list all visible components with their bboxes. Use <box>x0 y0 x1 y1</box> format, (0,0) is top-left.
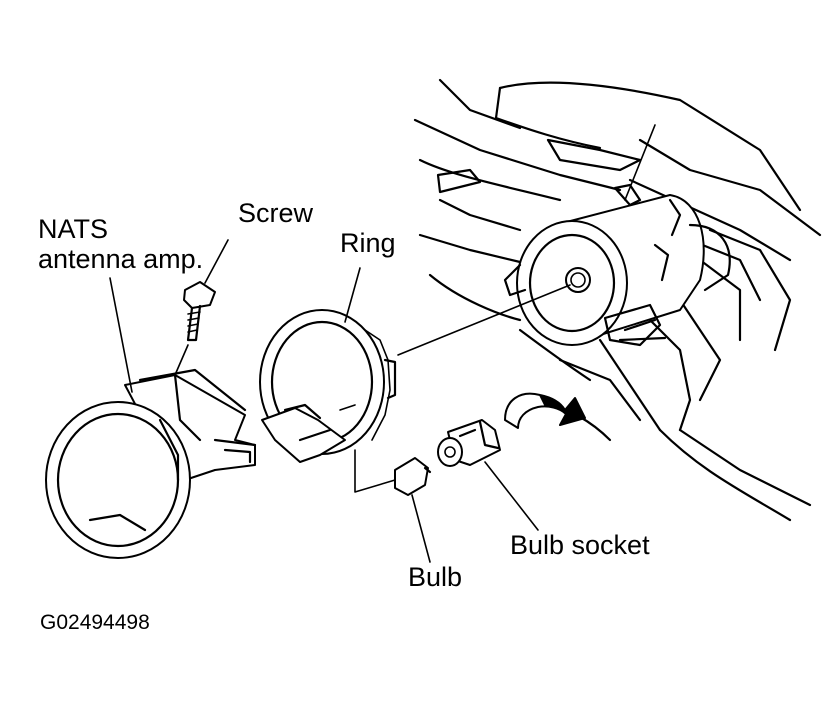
leader-line-column <box>624 124 656 201</box>
leader-line-nats <box>109 277 133 393</box>
nats-label-line1: NATS <box>38 214 109 244</box>
figure-code: G02494498 <box>40 611 150 634</box>
bulb-socket-label: Bulb socket <box>510 530 650 560</box>
nats-label-line2: antenna amp. <box>38 244 204 274</box>
leader-line-ring-column <box>397 284 571 356</box>
leader-line-screw <box>204 239 229 284</box>
bulb-part <box>394 457 432 563</box>
nats-antenna-amp-part <box>45 368 257 559</box>
steering-column-cylinder <box>503 194 731 347</box>
ring-part <box>259 267 397 493</box>
ring-label: Ring <box>340 228 396 258</box>
bulb-socket-part <box>437 419 539 531</box>
bulb-label: Bulb <box>408 562 463 592</box>
leader-line-bulb <box>411 494 431 563</box>
leader-line-ring <box>344 267 361 323</box>
leader-line-screw-amp <box>174 344 189 376</box>
screw-part <box>174 239 229 376</box>
screw-label: Screw <box>238 198 314 228</box>
leader-line-bulb-socket <box>484 461 539 531</box>
curved-arrow-icon <box>504 392 586 429</box>
